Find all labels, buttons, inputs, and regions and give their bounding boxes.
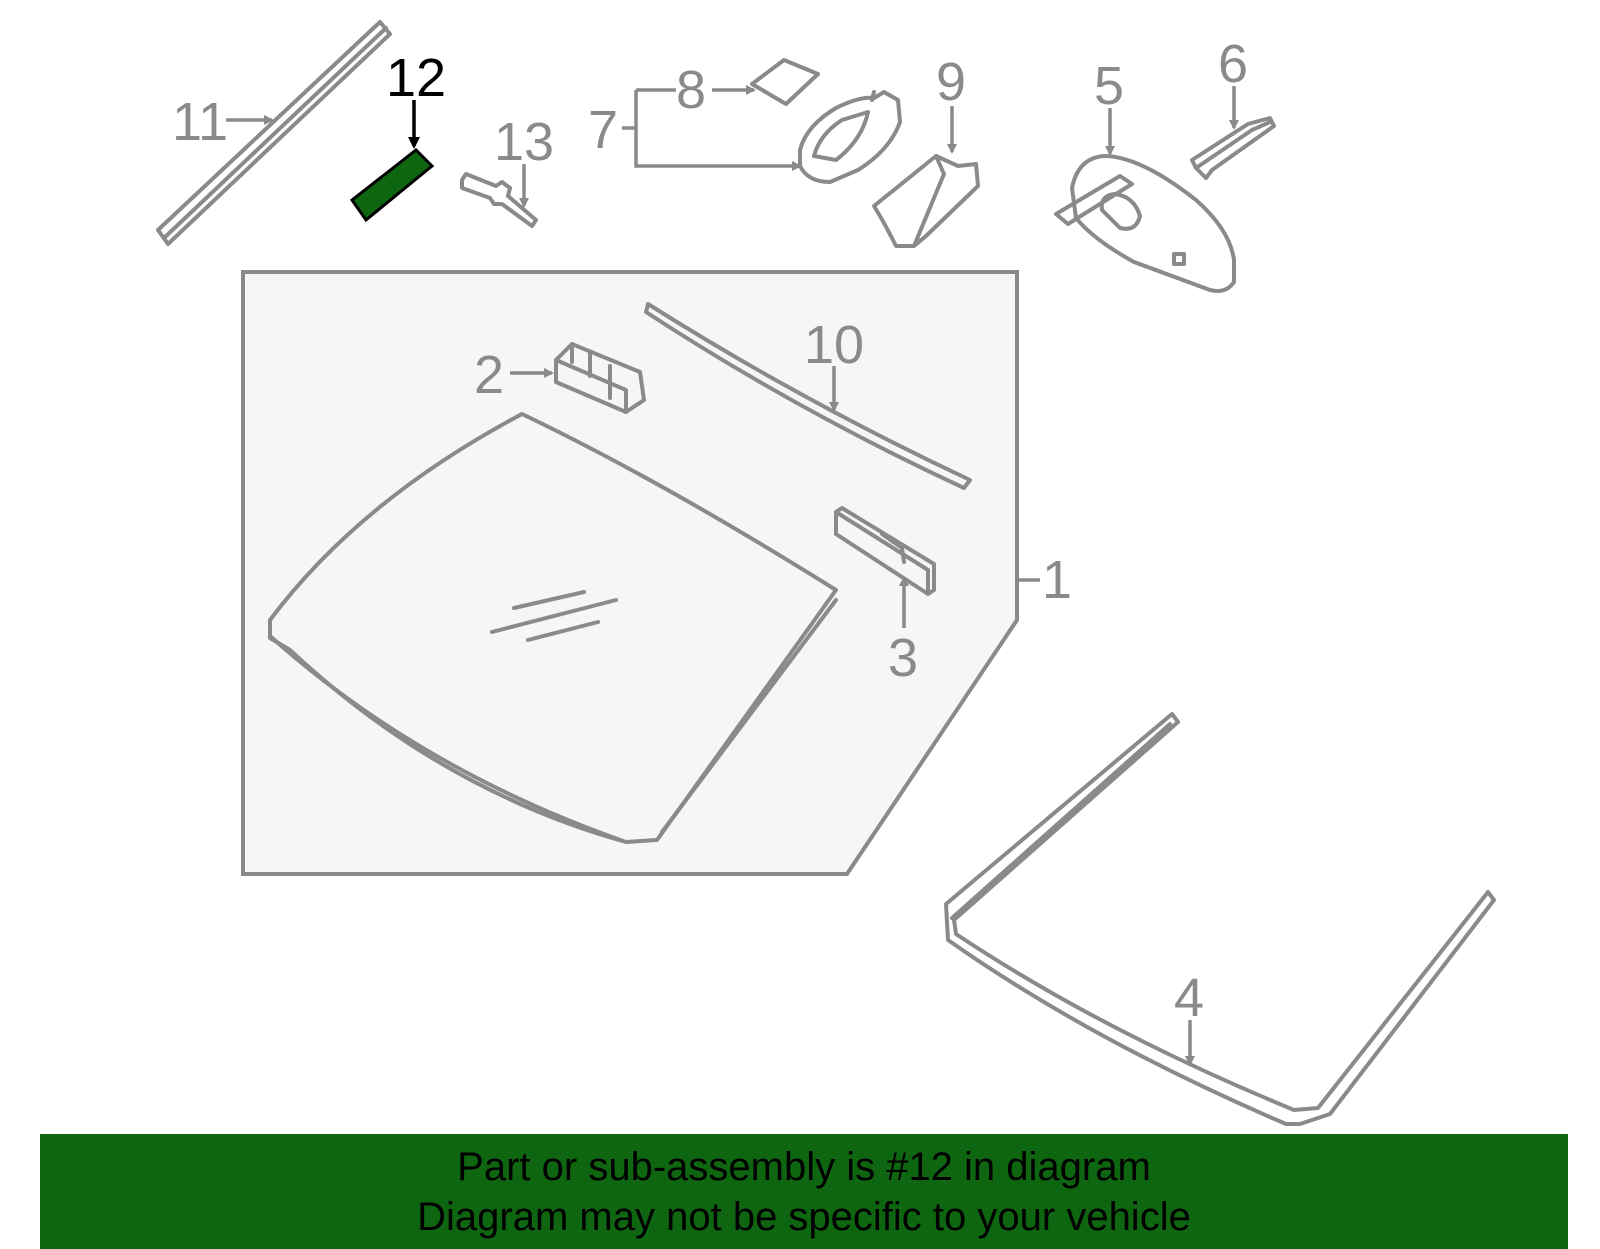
callout-13: 13 bbox=[494, 112, 554, 172]
mount-part-6 bbox=[1190, 116, 1276, 180]
clip-part-13 bbox=[460, 172, 538, 228]
leader-7 bbox=[622, 88, 800, 166]
sensor-cover-part-3 bbox=[834, 506, 936, 596]
callout-1: 1 bbox=[1042, 550, 1072, 610]
callout-4: 4 bbox=[1174, 968, 1204, 1028]
callout-2: 2 bbox=[474, 345, 504, 405]
callout-3: 3 bbox=[888, 628, 918, 688]
top-molding-part-10 bbox=[644, 302, 972, 490]
callout-12: 12 bbox=[386, 48, 446, 108]
cover-part-9 bbox=[872, 154, 980, 248]
windshield-glass bbox=[268, 412, 838, 844]
pad-part-8 bbox=[750, 58, 820, 106]
callout-11: 11 bbox=[172, 92, 228, 152]
highlighted-part-12 bbox=[349, 148, 435, 223]
side-molding-part-11 bbox=[156, 20, 392, 246]
banner-line-1: Part or sub-assembly is #12 in diagram bbox=[457, 1144, 1151, 1189]
lower-molding-part-4 bbox=[944, 712, 1496, 1126]
callout-5: 5 bbox=[1094, 56, 1124, 116]
mirror-part-5 bbox=[1054, 154, 1236, 293]
bracket-part-2 bbox=[554, 342, 646, 414]
callout-8: 8 bbox=[676, 60, 706, 120]
info-banner: Part or sub-assembly is #12 in diagram D… bbox=[40, 1134, 1568, 1249]
sensor-housing-part-7 bbox=[798, 90, 902, 184]
callout-10: 10 bbox=[804, 315, 864, 375]
callout-7: 7 bbox=[588, 100, 618, 160]
assembly-panel bbox=[241, 270, 1019, 876]
callout-6: 6 bbox=[1218, 34, 1248, 94]
callout-9: 9 bbox=[936, 52, 966, 112]
banner-line-2: Diagram may not be specific to your vehi… bbox=[417, 1194, 1191, 1239]
